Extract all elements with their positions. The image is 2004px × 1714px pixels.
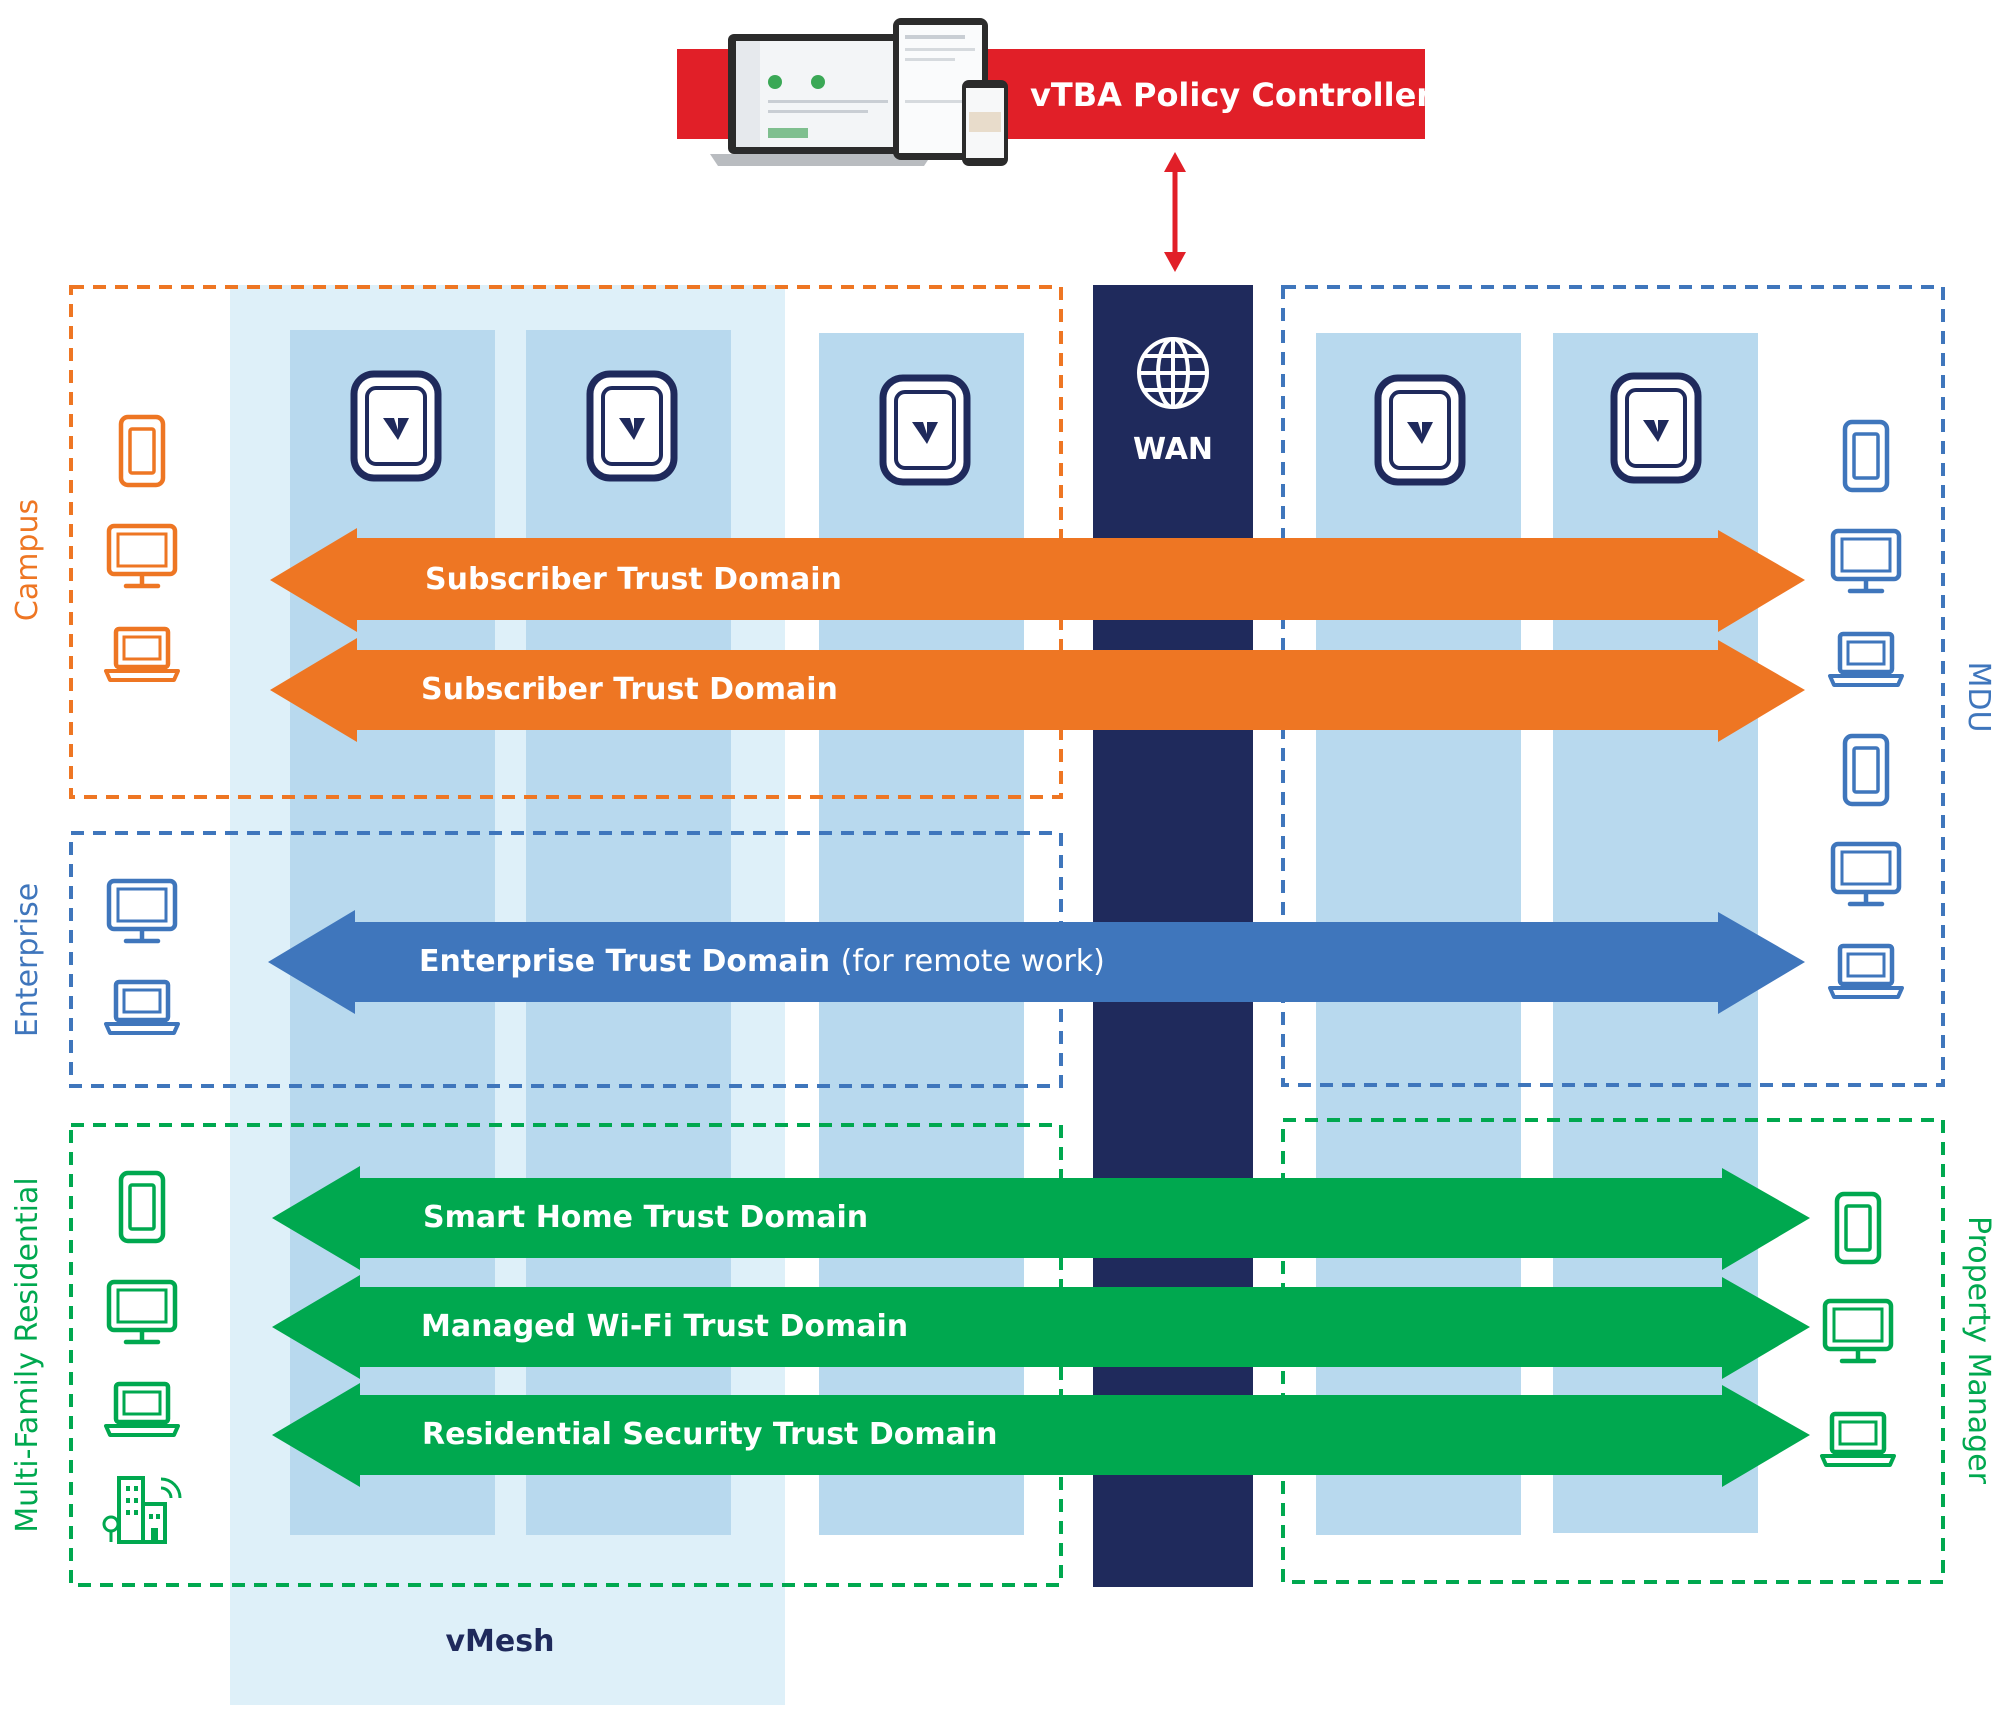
subscriber-trust-domain-label: Subscriber Trust Domain [421,672,838,707]
smart-home-trust-domain-label: Smart Home Trust Domain [423,1200,869,1235]
enterprise-trust-domain-title: Enterprise Trust Domain [419,944,831,979]
laptop-icon [106,629,178,680]
residential-security-trust-domain-label: Residential Security Trust Domain [422,1417,998,1452]
controller-title: vTBA Policy Controller [1030,76,1433,114]
globe-icon [1137,337,1209,409]
campus-zone-label: Campus [10,498,45,622]
vmesh-label: vMesh [445,1624,555,1659]
laptop-icon [106,1384,178,1435]
pm-zone-label: Property Manager [1961,1216,1996,1484]
subscriber-trust-domain-arrow-1 [270,528,1805,632]
enterprise-trust-domain-note: (for remote work) [840,944,1105,979]
access-point-icon [1378,378,1462,482]
enterprise-trust-domain-arrow [268,910,1805,1014]
smart-home-trust-domain-arrow [272,1166,1810,1270]
laptop-icon [1822,1414,1894,1465]
mdu-zone-label: MDU [1961,661,1996,733]
laptop-icon [1830,946,1902,997]
monitor-icon [109,1282,175,1342]
enterprise-zone-label: Enterprise [10,882,45,1038]
subscriber-trust-domain-arrow-2 [270,638,1805,742]
enterprise-trust-domain-label: Enterprise Trust Domain (for remote work… [419,942,1105,982]
enterprise-zone-frame [69,831,1063,1088]
wan-label: WAN [1132,432,1214,467]
laptop-icon [106,982,178,1033]
monitor-icon [1833,844,1899,904]
controller-wan-connector [1164,152,1186,272]
managed-wifi-trust-domain-label: Managed Wi-Fi Trust Domain [421,1309,909,1344]
monitor-icon [109,881,175,941]
residential-security-trust-domain-arrow [272,1383,1810,1487]
tablet-icon [1845,422,1887,490]
subscriber-trust-domain-label: Subscriber Trust Domain [425,562,842,597]
laptop-icon [1830,634,1902,685]
tablet-icon [121,417,163,485]
building-icon [102,1476,182,1544]
monitor-icon [1833,531,1899,591]
monitor-icon [1825,1301,1891,1361]
monitor-icon [109,526,175,586]
access-point-icon [883,378,967,482]
tablet-icon [121,1173,163,1241]
managed-wifi-trust-domain-arrow [272,1275,1810,1379]
tablet-icon [1845,736,1887,804]
access-point-icon [1614,376,1698,480]
access-point-icon [590,374,674,478]
mfr-zone-label: Multi-Family Residential [10,1177,45,1533]
tablet-icon [1837,1194,1879,1262]
access-point-icon [354,374,438,478]
controller-devices-image [710,18,1008,166]
